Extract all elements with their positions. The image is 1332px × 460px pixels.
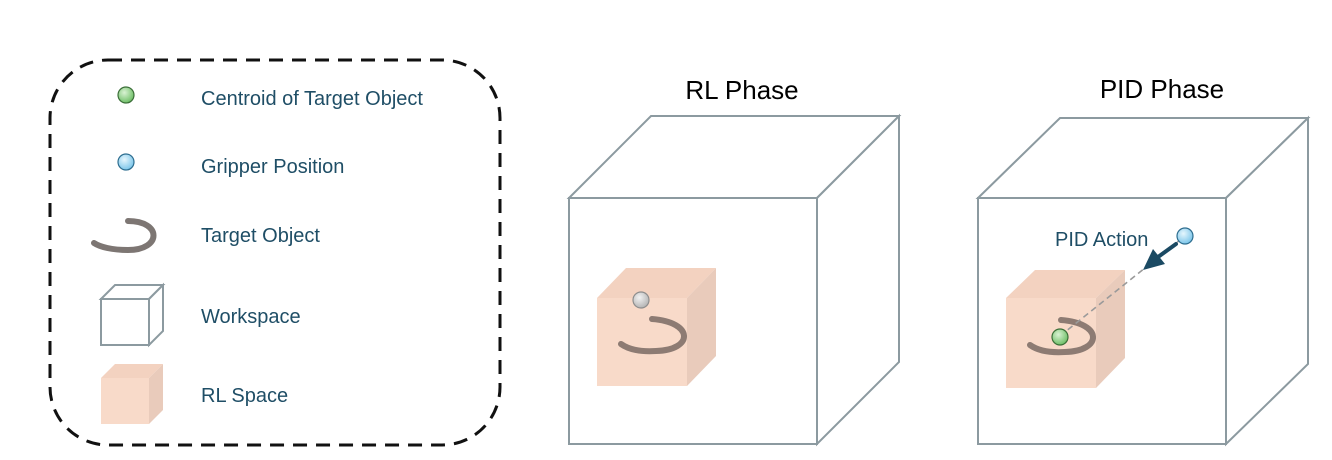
rl-space-cube — [1006, 270, 1125, 388]
target-object-ring — [1027, 317, 1096, 356]
rl-space-cube — [597, 268, 716, 386]
legend-label-rlspace: RL Space — [201, 385, 288, 407]
rl-phase-panel: RL Phase — [566, 75, 902, 447]
grey-sphere-icon — [632, 291, 650, 309]
green-sphere-icon — [1051, 328, 1069, 346]
legend-label-gripper: Gripper Position — [201, 156, 344, 178]
pid-phase-panel: PID Phase PID Action — [975, 74, 1311, 447]
solid-peach-cube-icon — [101, 364, 163, 424]
legend-label-target: Target Object — [201, 225, 320, 247]
legend-item-workspace: Workspace — [98, 282, 301, 348]
workspace-cube — [566, 113, 902, 447]
blue-sphere-icon — [1176, 227, 1194, 245]
legend-item-target: Target Object — [91, 218, 320, 254]
legend-border — [48, 58, 502, 447]
green-sphere-icon — [117, 86, 135, 104]
rl-phase-title: RL Phase — [685, 75, 798, 105]
legend-item-centroid: Centroid of Target Object — [117, 86, 423, 110]
target-object-ring — [618, 316, 687, 355]
pid-action-label: PID Action — [1055, 229, 1148, 251]
legend-item-gripper: Gripper Position — [117, 153, 344, 178]
legend-label-workspace: Workspace — [201, 306, 301, 328]
wireframe-cube-icon — [98, 282, 166, 348]
workspace-cube — [975, 115, 1311, 447]
legend-label-centroid: Centroid of Target Object — [201, 88, 423, 110]
legend-item-rlspace: RL Space — [101, 364, 288, 424]
legend-box: Centroid of Target Object Gripper Positi… — [48, 58, 502, 447]
blue-sphere-icon — [117, 153, 135, 171]
ring-object-icon — [91, 218, 157, 254]
pid-action-arrow — [1143, 242, 1178, 270]
pid-phase-title: PID Phase — [1100, 74, 1224, 104]
